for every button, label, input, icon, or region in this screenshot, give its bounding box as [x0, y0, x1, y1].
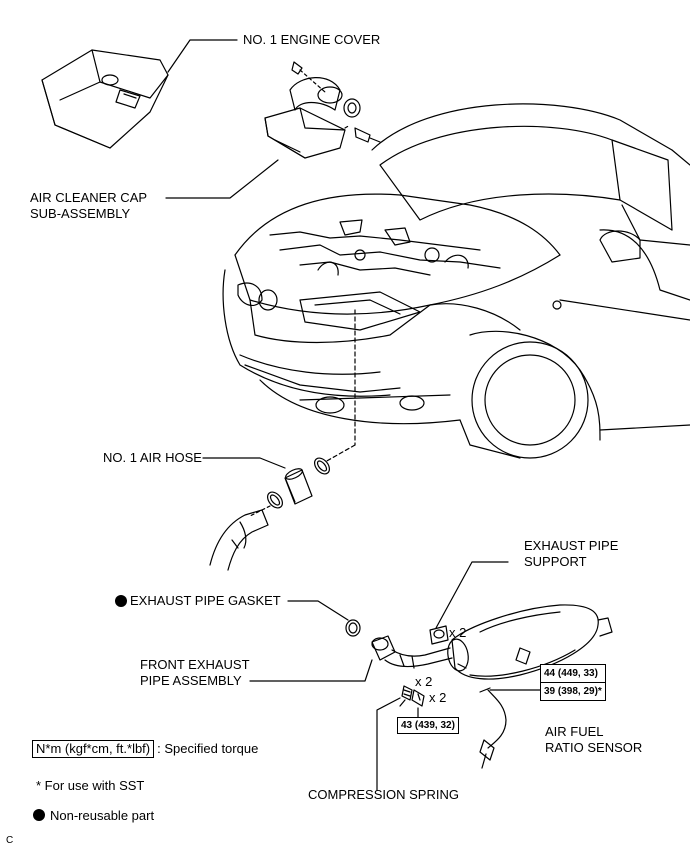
qty-spring: x 2 — [415, 674, 433, 689]
label-exhaust-support-line2: SUPPORT — [524, 554, 587, 569]
leader-front-exhaust — [249, 659, 373, 682]
legend-torque: N*m (kgf*cm, ft.*lbf): Specified torque — [32, 740, 258, 758]
engine-cover-part — [41, 49, 169, 149]
leader-air-hose — [202, 457, 286, 469]
footer-code: C — [6, 835, 14, 846]
label-exhaust-support-line1: EXHAUST PIPE — [524, 538, 619, 553]
leader-exhaust-support — [435, 561, 509, 629]
exhaust-gasket-part — [345, 619, 361, 637]
car-body — [222, 103, 690, 459]
leader-compression-spring — [376, 697, 401, 791]
legend-torque-unit: N*m (kgf*cm, ft.*lbf) — [32, 740, 155, 758]
label-exhaust-gasket: EXHAUST PIPE GASKET — [113, 593, 281, 609]
leader-exhaust-gasket — [287, 600, 349, 621]
label-front-exhaust-line1: FRONT EXHAUST — [140, 657, 250, 672]
legend-nonreusable-text: Non-reusable part — [50, 808, 155, 823]
qty-exhaust-support: x 2 — [449, 625, 467, 640]
label-air-cleaner-cap-line1: AIR CLEANER CAP — [30, 190, 148, 205]
front-exhaust-pipe-part — [371, 604, 613, 769]
legend-sst-note: * For use with SST — [36, 778, 145, 793]
torque-spring-bolt: 43 (439, 32) — [397, 717, 459, 734]
leader-engine-cover — [167, 39, 238, 73]
air-cleaner-cap-part — [264, 61, 381, 159]
label-af-sensor-line2: RATIO SENSOR — [545, 740, 643, 755]
leader-air-cleaner-cap — [165, 159, 279, 199]
label-air-hose: NO. 1 AIR HOSE — [103, 450, 202, 465]
label-front-exhaust-line2: PIPE ASSEMBLY — [140, 673, 242, 688]
label-air-cleaner-cap-line2: SUB-ASSEMBLY — [30, 206, 131, 221]
nonreusable-marker-icon — [115, 595, 127, 607]
legend-torque-desc: : Specified torque — [157, 741, 259, 756]
label-af-sensor-line1: AIR FUEL — [545, 724, 604, 739]
label-exhaust-gasket-text: EXHAUST PIPE GASKET — [130, 593, 281, 608]
label-engine-cover: NO. 1 ENGINE COVER — [243, 32, 381, 47]
air-hose-part — [209, 457, 330, 571]
compression-spring-part — [399, 685, 425, 707]
label-compression-spring: COMPRESSION SPRING — [308, 787, 459, 802]
torque-sensor-box: 44 (449, 33) 39 (398, 29)* — [540, 664, 606, 701]
torque-sensor-normal: 44 (449, 33) — [544, 668, 598, 679]
nonreusable-legend-icon — [33, 809, 45, 821]
legend-nonreusable: Non-reusable part — [33, 808, 154, 824]
torque-sensor-sst: 39 (398, 29)* — [541, 682, 605, 700]
qty-bolt: x 2 — [429, 690, 447, 705]
